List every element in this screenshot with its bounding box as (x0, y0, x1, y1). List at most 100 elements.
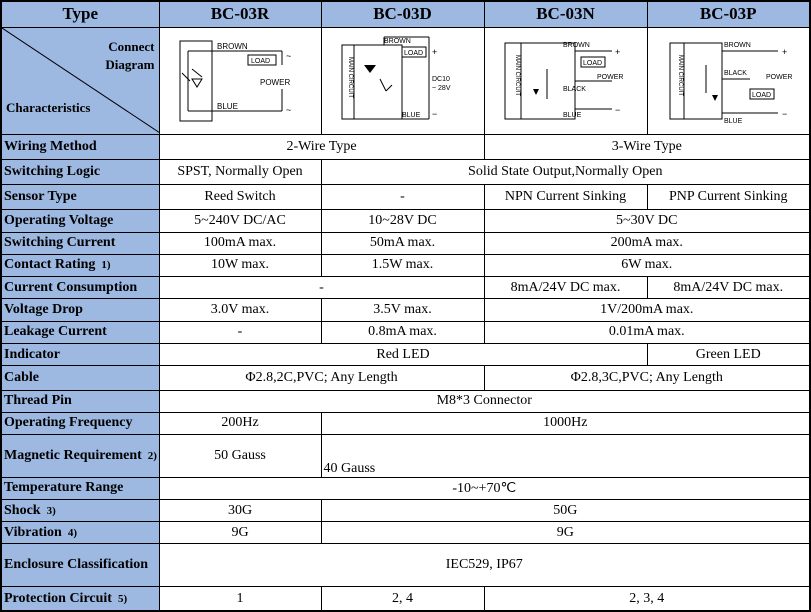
row-cable: Cable Φ2.8,2C,PVC; Any Length Φ2.8,3C,PV… (0, 365, 811, 391)
diagram-d: MAIN CIRCUIT BROWN LOAD + DC10 ~ 28V BLU… (320, 26, 485, 136)
label-current-consumption: Current Consumption (0, 276, 160, 300)
label-load-p: LOAD (752, 92, 771, 99)
type-header: Type (0, 0, 160, 28)
value-operating-voltage-np: 5~30V DC (483, 209, 811, 233)
label-main-circuit-d: MAIN CIRCUIT (347, 57, 353, 98)
label-operating-frequency: Operating Frequency (0, 411, 160, 436)
row-operating-frequency: Operating Frequency 200Hz 1000Hz (0, 411, 811, 436)
label-power-r: POWER (260, 78, 290, 87)
label-switching-logic: Switching Logic (0, 158, 160, 185)
diagram-row: Connect Diagram Characteristics BROWN LO… (0, 26, 811, 136)
value-contact-rating-r: 10W max. (158, 253, 322, 278)
value-operating-voltage-d: 10~28V DC (320, 209, 485, 233)
row-switching-logic: Switching Logic SPST, Normally Open Soli… (0, 158, 811, 185)
wiring-diagram-d: MAIN CIRCUIT BROWN LOAD + DC10 ~ 28V BLU… (341, 36, 450, 120)
label-voltage-drop: Voltage Drop (0, 298, 160, 322)
row-temperature-range: Temperature Range -10~+70℃ (0, 476, 811, 500)
label-load-r: LOAD (251, 58, 270, 65)
label-temperature-range: Temperature Range (0, 476, 160, 500)
value-cable-rd: Φ2.8,2C,PVC; Any Length (158, 365, 485, 391)
row-enclosure-classification: Enclosure Classification IEC529, IP67 (0, 543, 811, 587)
value-cable-np: Φ2.8,3C,PVC; Any Length (483, 365, 811, 391)
value-switching-current-r: 100mA max. (158, 231, 322, 255)
label-main-circuit-p: MAIN CIRCUIT (677, 55, 683, 96)
label-blue-d: BLUE (402, 112, 421, 119)
value-current-consumption-p: 8mA/24V DC max. (646, 276, 811, 300)
value-switching-logic-rest: Solid State Output,Normally Open (320, 158, 811, 185)
label-plus-p: + (782, 47, 787, 57)
value-wiring-2wire: 2-Wire Type (158, 134, 485, 160)
value-voltage-drop-r: 3.0V max. (158, 298, 322, 322)
value-enclosure-classification: IEC529, IP67 (158, 543, 811, 587)
value-leakage-current-np: 0.01mA max. (483, 320, 811, 344)
value-sensor-type-p: PNP Current Sinking (646, 183, 811, 211)
value-vibration-r: 9G (158, 521, 322, 545)
note-magnetic: 2) (147, 449, 157, 462)
value-magnetic-rest: 40 Gauss (320, 434, 811, 478)
row-wiring-method: Wiring Method 2-Wire Type 3-Wire Type (0, 134, 811, 160)
label-main-circuit-n: MAIN CIRCUIT (514, 55, 520, 96)
value-leakage-current-d: 0.8mA max. (320, 320, 485, 344)
value-leakage-current-r: - (158, 320, 322, 344)
corner-cell: Connect Diagram Characteristics (0, 26, 160, 136)
value-sensor-type-n: NPN Current Sinking (483, 183, 648, 211)
value-contact-rating-d: 1.5W max. (320, 253, 485, 278)
label-power-p: POWER (766, 74, 792, 81)
value-switching-current-d: 50mA max. (320, 231, 485, 255)
value-temperature-range: -10~+70℃ (158, 476, 811, 500)
wiring-diagram-p: MAIN CIRCUIT BROWN BLACK POWER LOAD BLUE… (669, 42, 792, 125)
label-cable: Cable (0, 365, 160, 391)
label-power-n: POWER (597, 74, 623, 81)
characteristics-label: Characteristics (6, 100, 91, 116)
value-operating-frequency-rest: 1000Hz (320, 411, 811, 436)
value-protection-np: 2, 3, 4 (483, 586, 811, 612)
row-sensor-type: Sensor Type Reed Switch - NPN Current Si… (0, 183, 811, 211)
label-minus-p: − (782, 109, 787, 119)
label-minus-n: − (615, 105, 620, 115)
value-switching-logic-r: SPST, Normally Open (158, 158, 322, 185)
model-header-n: BC-03N (483, 0, 648, 28)
label-minus-r: ~ (286, 105, 291, 115)
model-header-p: BC-03P (646, 0, 811, 28)
model-header-d: BC-03D (320, 0, 485, 28)
row-leakage-current: Leakage Current - 0.8mA max. 0.01mA max. (0, 320, 811, 344)
note-contact-rating: 1) (101, 259, 111, 272)
value-thread-pin: M8*3 Connector (158, 389, 811, 413)
label-wiring-method: Wiring Method (0, 134, 160, 160)
value-sensor-type-r: Reed Switch (158, 183, 322, 211)
value-wiring-3wire: 3-Wire Type (483, 134, 811, 160)
value-shock-rest: 50G (320, 498, 811, 523)
value-indicator-rdn: Red LED (158, 342, 648, 367)
corner-diagonal (2, 28, 158, 133)
label-plus-n: + (615, 47, 620, 57)
label-brown-n: BROWN (563, 42, 590, 49)
label-switching-current: Switching Current (0, 231, 160, 255)
value-sensor-type-d: - (320, 183, 485, 211)
row-voltage-drop: Voltage Drop 3.0V max. 3.5V max. 1V/200m… (0, 298, 811, 322)
value-indicator-p: Green LED (646, 342, 811, 367)
label-blue-r: BLUE (217, 102, 238, 111)
value-protection-r: 1 (158, 586, 322, 612)
value-magnetic-r: 50 Gauss (158, 434, 322, 478)
label-operating-voltage: Operating Voltage (0, 209, 160, 233)
value-contact-rating-np: 6W max. (483, 253, 811, 278)
label-load-n: LOAD (583, 60, 602, 67)
note-vibration: 4) (67, 526, 77, 539)
label-load-d: LOAD (404, 50, 423, 57)
label-leakage-current: Leakage Current (0, 320, 160, 344)
label-sensor-type: Sensor Type (0, 183, 160, 211)
row-indicator: Indicator Red LED Green LED (0, 342, 811, 367)
value-switching-current-np: 200mA max. (483, 231, 811, 255)
model-header-r: BC-03R (158, 0, 322, 28)
value-current-consumption-rd: - (158, 276, 485, 300)
